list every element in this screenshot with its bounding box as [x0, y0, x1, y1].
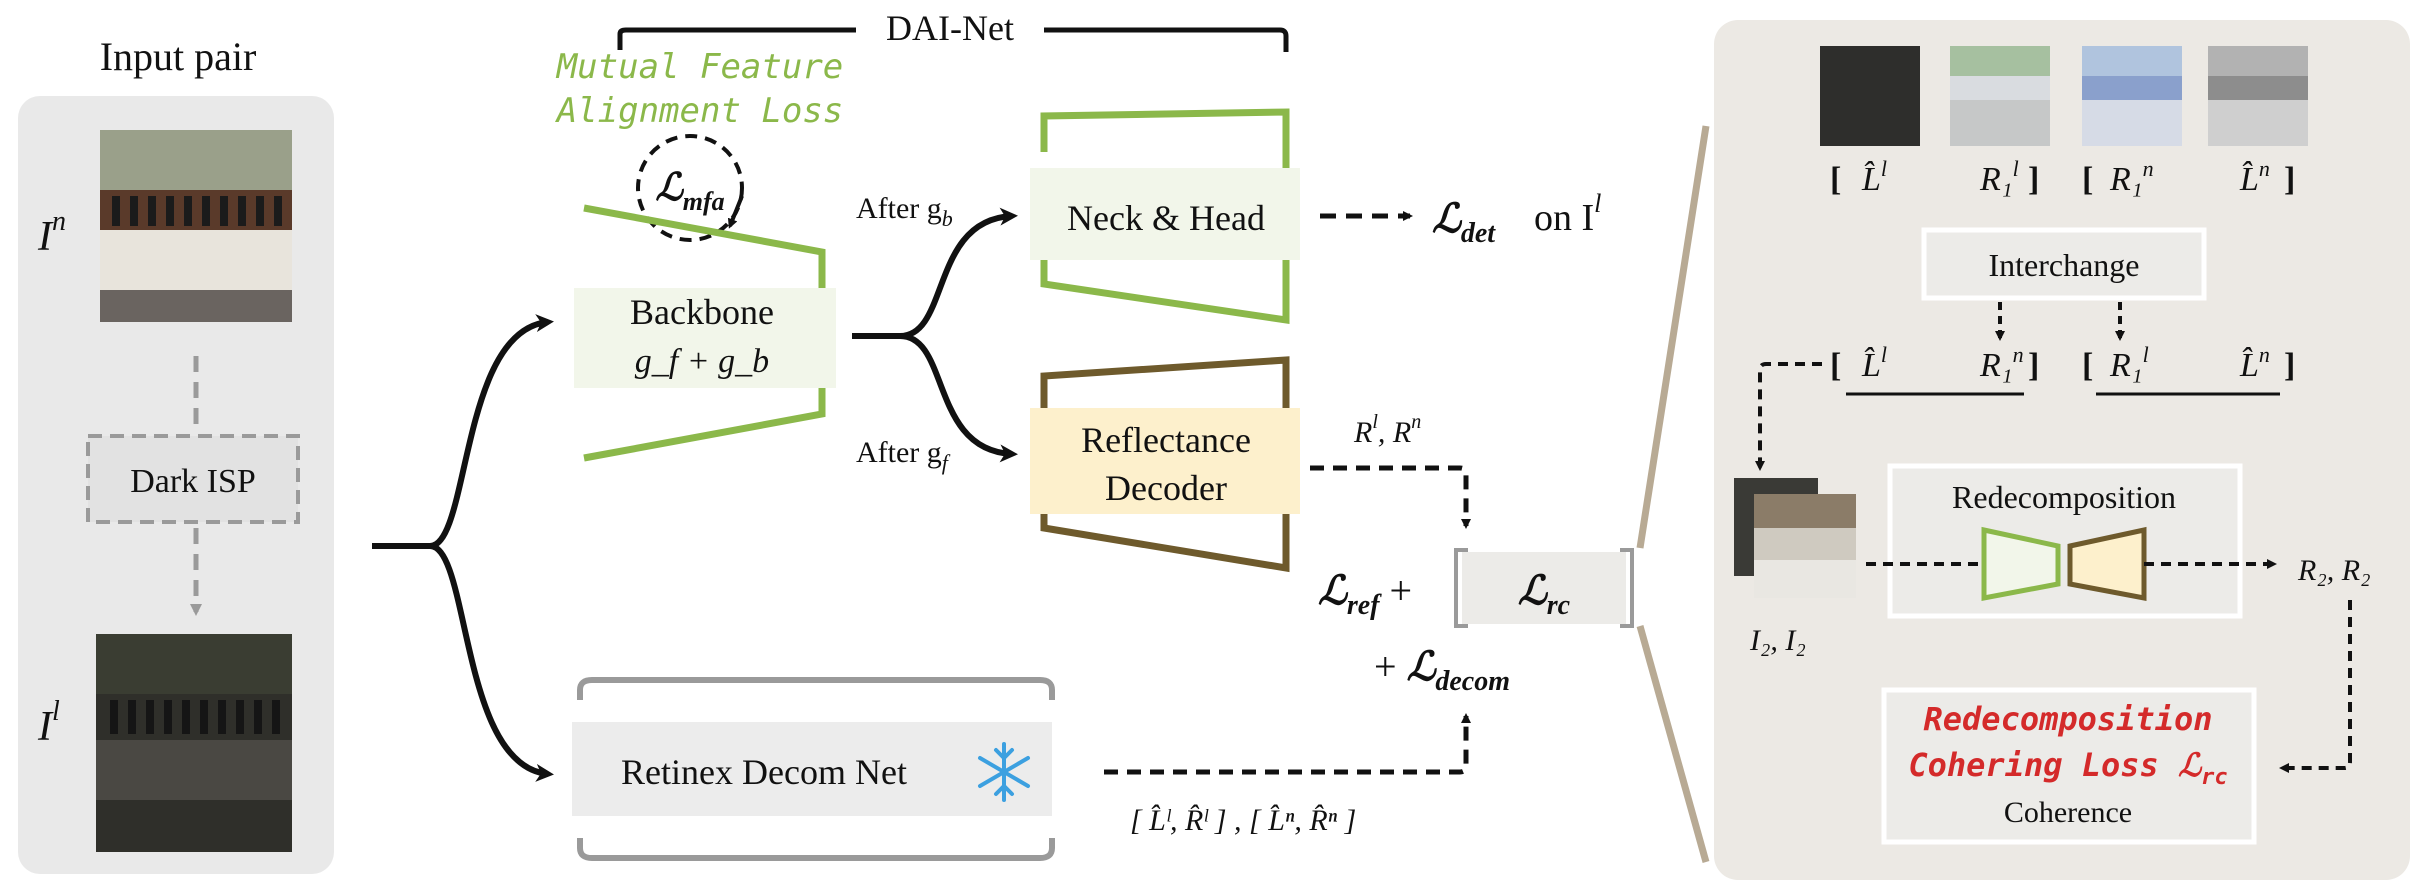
after-gf-label: After gf: [856, 436, 951, 475]
input-pair-title: Input pair: [100, 34, 257, 79]
dark-isp-label: Dark ISP: [130, 463, 256, 500]
decom-loss: + ℒdecom: [1374, 644, 1510, 697]
redecomposition-panel: [ L̂l R₁l ] [ R₁n L̂n ] Interchange [ L̂…: [1714, 20, 2410, 880]
recompose-arrow: [1755, 362, 1822, 471]
low-light-image: [96, 634, 292, 852]
redecomposition-box: [1887, 463, 2243, 619]
thumb-illumination-normal: [2208, 46, 2308, 146]
retinex-box: [572, 722, 1052, 816]
backbone-formula: g_f + g_b: [635, 343, 769, 380]
det-on-label: on Il: [1534, 189, 1601, 239]
rc-bracket: [1454, 548, 1634, 628]
retinex-bracket: [577, 677, 1055, 861]
row2-labels: [ L̂l R₁n ] [ R₁l L̂n ]: [1830, 333, 2295, 384]
redecomposition-encoder: [1981, 526, 2061, 602]
redecomposition-label: Redecomposition: [1952, 479, 2176, 515]
mfa-loop: [636, 134, 744, 242]
normal-light-image: [100, 130, 292, 322]
input-branch-arrows: [372, 314, 554, 782]
rc-loss: ℒrc: [1518, 568, 1571, 621]
decom-outputs: [ L̂ˡ, R̂ˡ ] , [ L̂ⁿ, R̂ⁿ ]: [1130, 804, 1356, 837]
normal-image-label: In: [37, 206, 66, 260]
backbone-branch-arrows: [852, 207, 1018, 463]
cohering-loss-line1: Redecomposition: [1924, 700, 2213, 738]
cohering-loss-box: [1881, 687, 2257, 845]
backbone-label: Backbone: [630, 292, 774, 332]
neck-head-label: Neck & Head: [1067, 198, 1265, 238]
interchange-box: [1921, 227, 2207, 301]
dai-net-block: DAI-Net Mutual Feature Alignment Loss ℒm…: [555, 8, 1634, 861]
row1-labels: [ L̂l R₁l ] [ R₁n L̂n ]: [1830, 147, 2295, 198]
thumb-reflectance-low: [1950, 46, 2050, 146]
zoom-connector-bottom: [1636, 625, 1710, 863]
coherence-arrow: [2279, 600, 2352, 773]
mfa-loss-symbol: ℒmfa: [655, 167, 724, 216]
right-panel-bg: [1714, 20, 2410, 880]
reflectance-box: [1030, 408, 1300, 514]
mfa-loss-line1: Mutual Feature: [556, 47, 844, 87]
mfa-loss-line2: Alignment Loss: [555, 91, 844, 131]
snowflake-icon: [978, 742, 1030, 802]
input-pair-panel: Input pair In Dark ISP: [18, 34, 334, 874]
zoom-connector-top: [1636, 125, 1710, 549]
retinex-to-loss-arrow: [1104, 713, 1471, 775]
after-gb-label: After gb: [856, 192, 953, 231]
backbone-box: [574, 288, 836, 388]
dark-isp-box: [86, 434, 300, 524]
coherence-label: Coherence: [2004, 796, 2132, 829]
reflectance-label-2: Decoder: [1105, 468, 1227, 508]
reflectance-label-1: Reflectance: [1081, 420, 1251, 460]
interchange-label: Interchange: [1988, 247, 2139, 283]
det-loss: ℒdet: [1432, 196, 1496, 249]
lowlight-image-label: Il: [37, 696, 60, 750]
thumb-reflectance-normal: [2082, 46, 2182, 146]
i2-label: I₂, I₂: [1749, 624, 1806, 657]
neck-head-box: [1030, 168, 1300, 260]
r2-output-label: R₂, R₂: [2297, 554, 2371, 587]
cohering-loss-line2: Cohering Loss ℒrc: [1908, 746, 2227, 790]
rc-loss-box: [1462, 552, 1626, 624]
redecomposition-decoder: [2067, 526, 2147, 602]
rl-rn-label: Rl, Rn: [1353, 411, 1421, 449]
reflectance-to-loss-arrow: [1310, 465, 1471, 529]
ref-loss: ℒref +: [1318, 568, 1412, 621]
reconstructed-images: [1734, 478, 1856, 598]
dai-net-title: DAI-Net: [886, 8, 1014, 48]
thumb-illumination-low: [1820, 46, 1920, 146]
retinex-label: Retinex Decom Net: [621, 752, 907, 792]
